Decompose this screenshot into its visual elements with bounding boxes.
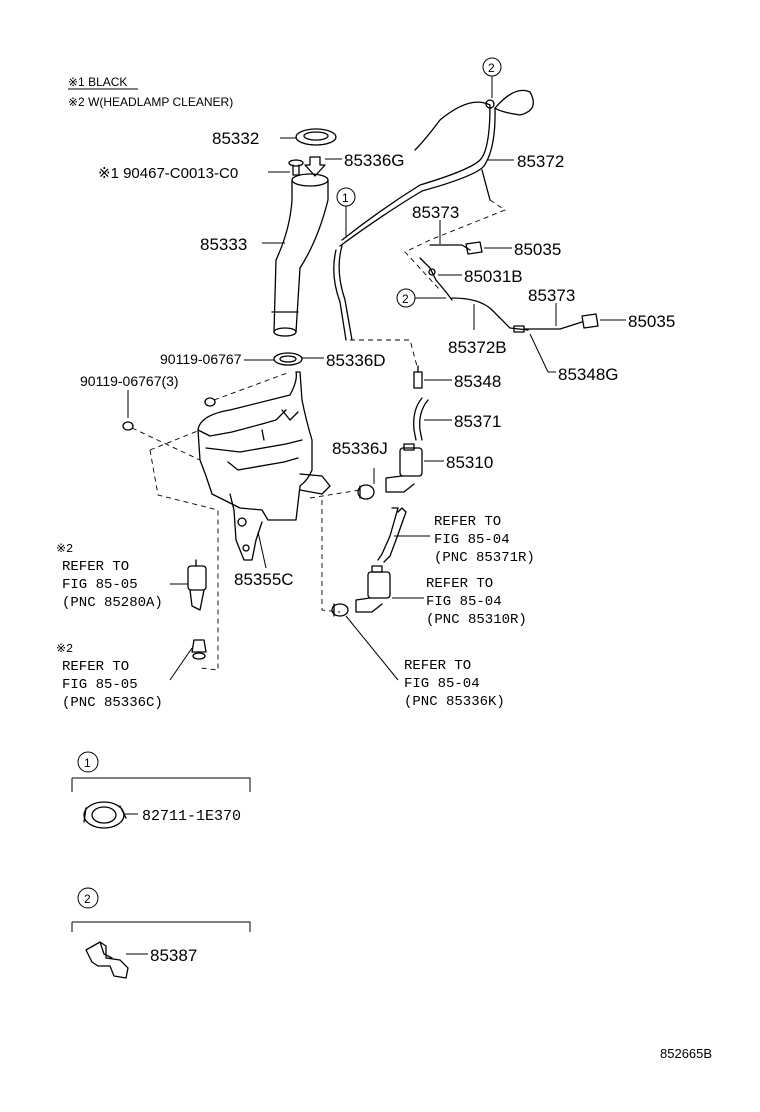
grommet-85336c (191, 639, 207, 660)
ref-85336c-note: ※2 (56, 642, 73, 656)
label-85348g: 85348G (558, 365, 619, 384)
label-85332: 85332 (212, 129, 259, 148)
ref-85280a-line1: REFER TO (62, 559, 129, 575)
svg-text:2: 2 (488, 61, 495, 75)
ref-85310r-line3: (PNC 85310R) (426, 612, 527, 628)
clip-90467 (288, 159, 304, 176)
hose-85371r (377, 507, 407, 563)
grommet-85336j (357, 484, 375, 500)
callout-2-mid: 2 (396, 288, 446, 308)
label-85336d: 85336D (326, 351, 386, 370)
label-85373-a: 85373 (412, 203, 459, 222)
ref-85280a-line2: FIG 85-05 (62, 577, 138, 593)
label-90119-b: 90119-06767(3) (80, 373, 179, 389)
hose-clip-icon (85, 941, 129, 979)
label-85387: 85387 (150, 946, 197, 965)
bolt-90119-left (122, 421, 134, 431)
label-85355c: 85355C (234, 570, 294, 589)
pump-85280a (187, 559, 207, 611)
note-headlamp-cleaner: ※2 W(HEADLAMP CLEANER) (68, 95, 233, 109)
ref-85336c-line1: REFER TO (62, 659, 129, 675)
label-85336g: 85336G (344, 151, 405, 170)
ref-85310r-line2: FIG 85-04 (426, 594, 502, 610)
ref-85371r-line2: FIG 85-04 (434, 532, 510, 548)
label-85336j: 85336J (332, 439, 388, 458)
filler-pipe-85333 (262, 173, 329, 337)
label-85348: 85348 (454, 372, 501, 391)
ref-85280a-line3: (PNC 85280A) (62, 595, 163, 611)
svg-text:1: 1 (342, 191, 349, 205)
svg-text:2: 2 (402, 292, 409, 306)
nozzle-85035-a (465, 241, 483, 255)
ref-85280a-note: ※2 (56, 542, 73, 556)
note-black: ※1 BLACK (68, 75, 127, 89)
ref-85371r-line1: REFER TO (434, 514, 501, 530)
hose-clamp-icon (83, 801, 127, 829)
label-85310: 85310 (446, 453, 493, 472)
label-85373-b: 85373 (528, 286, 575, 305)
pump-85310 (385, 443, 423, 493)
cap-85332 (280, 128, 337, 146)
callout-1-top: 1 (336, 187, 356, 236)
label-82711: 82711-1E370 (142, 808, 241, 825)
label-85035-a: 85035 (514, 240, 561, 259)
ref-85336c-line2: FIG 85-05 (62, 677, 138, 693)
label-90467: ※1 90467-C0013-C0 (98, 165, 238, 182)
callout-2-top: 2 (482, 57, 502, 98)
pump-85310r (355, 565, 391, 613)
svg-text:2: 2 (84, 892, 91, 906)
bolt-90119-mid (204, 397, 216, 407)
figure-code: 852665B (660, 1046, 712, 1061)
label-85371: 85371 (454, 412, 501, 431)
ref-85371r-line3: (PNC 85371R) (434, 550, 535, 566)
ref-85336k-line2: FIG 85-04 (404, 676, 480, 692)
strainer-85336g (304, 156, 342, 177)
grommet-85336d (273, 352, 303, 366)
ref-85336c-line3: (PNC 85336C) (62, 695, 163, 711)
ref-85336k-line1: REFER TO (404, 658, 471, 674)
check-valve-85348 (413, 365, 423, 389)
washer-tank-85355c (197, 371, 331, 569)
detail-1: 1 (71, 751, 251, 829)
grommet-85336k (331, 603, 349, 617)
svg-text:1: 1 (84, 756, 91, 770)
detail-2: 2 (71, 887, 251, 979)
hose-85371 (413, 397, 429, 441)
label-85372b: 85372B (448, 338, 507, 357)
label-90119-a: 90119-06767 (160, 351, 242, 367)
ref-85310r-line1: REFER TO (426, 576, 493, 592)
label-85372: 85372 (517, 152, 564, 171)
nozzle-85035-b (581, 313, 599, 329)
label-85333: 85333 (200, 235, 247, 254)
valve-85031b (419, 257, 453, 301)
label-85031b: 85031B (464, 267, 523, 286)
ref-85336k-line3: (PNC 85336K) (404, 694, 505, 710)
label-85035-b: 85035 (628, 312, 675, 331)
hose-85372 (339, 89, 534, 247)
